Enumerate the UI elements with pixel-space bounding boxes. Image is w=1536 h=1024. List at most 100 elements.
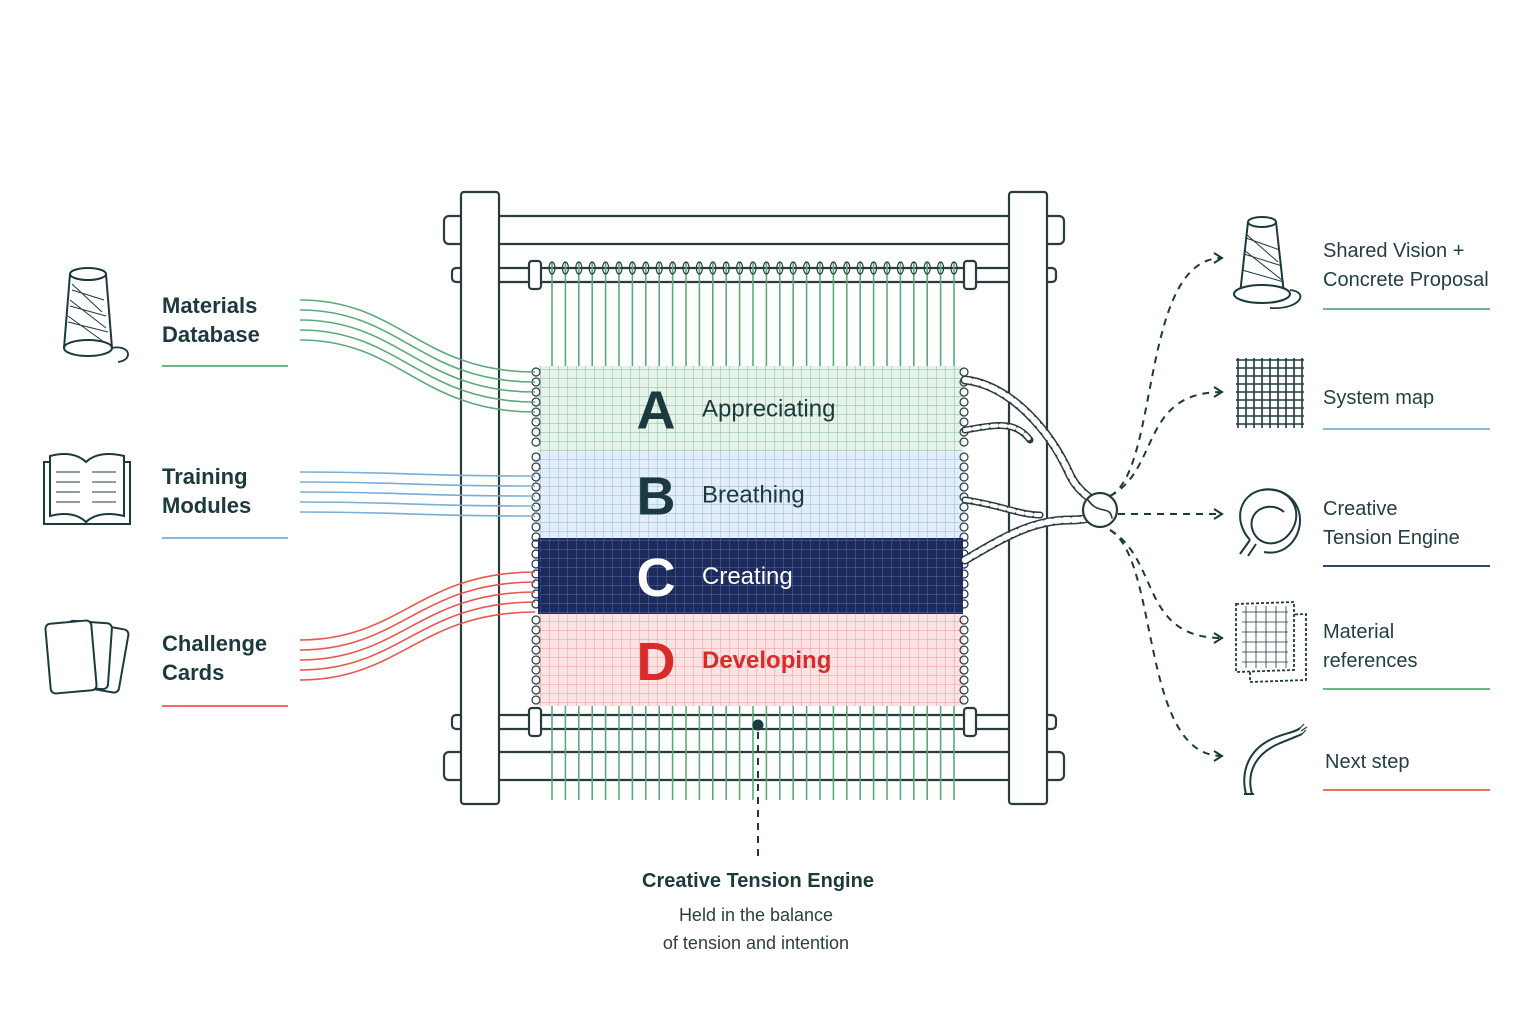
selvedge-loop: [531, 589, 541, 599]
center-callout: [752, 719, 764, 858]
warp-loop: [762, 261, 771, 275]
warp-loop: [776, 261, 784, 275]
warp-loop: [561, 261, 570, 275]
warp-loop: [642, 261, 650, 275]
selvedge-loop: [531, 512, 541, 522]
selvedge-loop: [531, 599, 541, 609]
loom-top-rod-clamp-left: [527, 259, 543, 291]
fabric-swatch-icon: [1235, 601, 1307, 683]
input-thread: [299, 511, 536, 517]
warp-loop: [856, 261, 864, 275]
input-thread: [299, 299, 536, 373]
band-breathing: B Breathing: [531, 451, 969, 542]
band-label: Developing: [702, 647, 831, 674]
band-letter: A: [637, 381, 676, 441]
band-weave: [538, 451, 963, 538]
loom-right-post: [1007, 190, 1049, 806]
warp-loop: [709, 261, 717, 275]
selvedge-loop: [531, 472, 541, 482]
band-weave: [538, 538, 963, 614]
selvedge-loop: [959, 532, 969, 542]
selvedge-loop: [531, 532, 541, 542]
selvedge-loop: [531, 427, 541, 437]
warp-loop: [601, 261, 610, 275]
output-label-creative-tension-engine: Creative Tension Engine: [1323, 498, 1460, 549]
selvedge-loop: [959, 695, 969, 705]
input-thread: [299, 591, 536, 661]
selvedge-loop: [959, 522, 969, 532]
warp-loop: [829, 261, 838, 275]
selvedge-loop: [959, 675, 969, 685]
warp-loop: [548, 261, 556, 275]
selvedge-loop: [959, 437, 969, 447]
warp-loop: [896, 261, 905, 275]
warp-loop: [910, 261, 918, 275]
callout-dot: [752, 719, 764, 731]
loom-bottom-rod-clamp-left: [527, 706, 543, 738]
warp-loop: [668, 261, 677, 275]
rope: [960, 375, 1119, 565]
selvedge-loop: [959, 539, 969, 549]
warp-threads-top: [548, 261, 958, 372]
output-path: [1109, 386, 1224, 497]
selvedge-loop: [531, 579, 541, 589]
input-thread: [299, 309, 536, 383]
selvedge-loop: [531, 502, 541, 512]
warp-loop: [655, 261, 663, 275]
output-path: [1109, 529, 1224, 762]
selvedge-loop: [531, 645, 541, 655]
selvedge-loop: [531, 452, 541, 462]
selvedge-loop: [959, 417, 969, 427]
input-thread: [299, 339, 536, 413]
band-weave: [538, 366, 963, 451]
input-thread: [299, 491, 536, 497]
loom-bottom-beam: [442, 750, 1066, 782]
band-letter: B: [637, 467, 676, 527]
selvedge-loop: [959, 569, 969, 579]
selvedge-loop: [959, 472, 969, 482]
input-thread: [299, 481, 536, 487]
band-letter: C: [637, 548, 676, 608]
band-label: Breathing: [702, 482, 805, 509]
selvedge-loop: [959, 615, 969, 625]
band-weave: [538, 614, 963, 706]
warp-loop: [628, 261, 637, 275]
selvedge-loop: [531, 615, 541, 625]
output-paths: [1109, 252, 1224, 762]
warp-loop: [816, 261, 824, 275]
loom-left-post: [459, 190, 501, 806]
warp-loop: [936, 261, 945, 275]
output-label-next-step: Next step: [1325, 751, 1410, 773]
input-label-challenge-cards: Challenge Cards: [162, 631, 268, 685]
selvedge-loop: [959, 625, 969, 635]
input-label-materials-database: Materials Database: [162, 293, 260, 347]
selvedge-loop: [531, 539, 541, 549]
warp-loop: [588, 261, 596, 275]
selvedge-loop: [531, 635, 541, 645]
selvedge-loop: [959, 599, 969, 609]
selvedge-loop: [959, 685, 969, 695]
warp-loop: [883, 261, 891, 275]
selvedge-loop: [959, 512, 969, 522]
selvedge-loop: [531, 675, 541, 685]
spool-icon: [1233, 216, 1302, 309]
selvedge-loop: [531, 665, 541, 675]
label-underlines: [162, 308, 1490, 791]
selvedge-loop: [959, 482, 969, 492]
selvedge-loop: [959, 635, 969, 645]
band-label: Appreciating: [702, 396, 835, 423]
warp-loop: [869, 261, 878, 275]
warp-loop: [789, 261, 797, 275]
thread-icon: [1243, 723, 1308, 795]
loom-frame: [442, 190, 1066, 806]
loom-bottom-rod-clamp-right: [962, 706, 978, 738]
warp-loop: [735, 261, 744, 275]
warp-loop: [682, 261, 690, 275]
selvedge-loop: [959, 397, 969, 407]
warp-loop: [722, 261, 730, 275]
warp-loop: [695, 261, 704, 275]
input-thread: [299, 501, 536, 507]
selvedge-loop: [959, 589, 969, 599]
